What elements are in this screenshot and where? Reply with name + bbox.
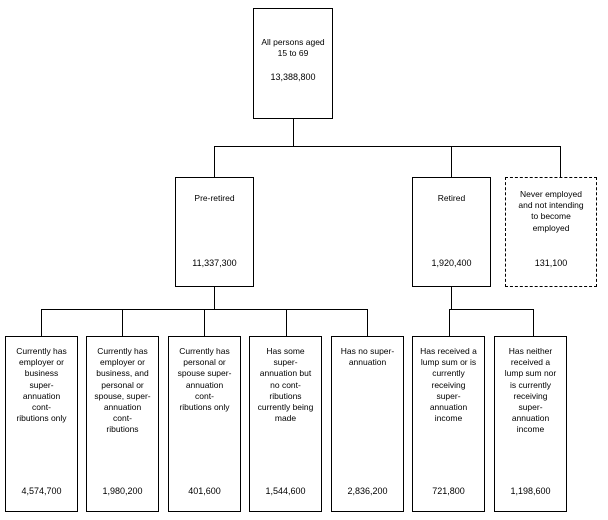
connector-retired-bus — [449, 309, 534, 310]
connector-drop-leaf-4 — [286, 309, 287, 336]
node-never-employed-value: 131,100 — [534, 258, 568, 268]
node-employer-or-business-only-label: Currently has employer or business super… — [16, 346, 67, 424]
node-neither-lump-sum-nor-income-label: Has neither received a lump sum nor is c… — [504, 346, 557, 435]
connector-level2-bus — [214, 146, 561, 147]
node-never-employed-label: Never employed and not intending to beco… — [518, 189, 584, 233]
node-some-super-no-contributions-value: 1,544,600 — [265, 486, 306, 496]
node-employer-business-and-personal-or-spouse-label: Currently has employer or business, and … — [94, 346, 151, 435]
connector-drop-leaf-2 — [122, 309, 123, 336]
node-neither-lump-sum-nor-income: Has neither received a lump sum nor is c… — [494, 336, 567, 512]
node-pre-retired-label: Pre-retired — [194, 193, 235, 203]
node-employer-business-and-personal-or-spouse: Currently has employer or business, and … — [86, 336, 159, 512]
node-some-super-no-contributions: Has some super- annuation but no cont- r… — [249, 336, 322, 512]
node-retired: Retired 1,920,400 — [412, 177, 491, 287]
connector-pre-retired-stem — [214, 287, 215, 309]
node-employer-or-business-only: Currently has employer or business super… — [5, 336, 78, 512]
node-all-persons: All persons aged 15 to 69 13,388,800 — [253, 8, 333, 119]
connector-drop-leaf-5 — [367, 309, 368, 336]
node-never-employed: Never employed and not intending to beco… — [505, 177, 597, 287]
connector-drop-never-employed — [560, 146, 561, 177]
node-employer-or-business-only-value: 4,574,700 — [21, 486, 62, 496]
node-retired-value: 1,920,400 — [431, 258, 472, 268]
connector-drop-retired — [451, 146, 452, 177]
node-retired-label: Retired — [437, 193, 466, 203]
node-pre-retired: Pre-retired 11,337,300 — [175, 177, 254, 287]
node-employer-business-and-personal-or-spouse-value: 1,980,200 — [102, 486, 143, 496]
node-pre-retired-value: 11,337,300 — [192, 258, 237, 268]
connector-drop-leaf-1 — [41, 309, 42, 336]
node-neither-lump-sum-nor-income-value: 1,198,600 — [510, 486, 551, 496]
connector-drop-leaf-7 — [533, 309, 534, 336]
node-received-lump-sum-or-income-label: Has received a lump sum or is currently … — [420, 346, 477, 424]
node-no-superannuation-value: 2,836,200 — [347, 486, 388, 496]
node-received-lump-sum-or-income: Has received a lump sum or is currently … — [412, 336, 485, 512]
node-personal-or-spouse-only: Currently has personal or spouse super- … — [168, 336, 241, 512]
connector-root-stem — [293, 119, 294, 146]
connector-retired-stem — [451, 287, 452, 309]
node-no-superannuation: Has no super- annuation 2,836,200 — [331, 336, 404, 512]
connector-drop-leaf-6 — [449, 309, 450, 336]
node-received-lump-sum-or-income-value: 721,800 — [432, 486, 465, 496]
node-personal-or-spouse-only-label: Currently has personal or spouse super- … — [177, 346, 232, 413]
node-no-superannuation-label: Has no super- annuation — [340, 346, 395, 368]
node-personal-or-spouse-only-value: 401,600 — [188, 486, 221, 496]
connector-drop-pre-retired — [214, 146, 215, 177]
node-all-persons-value: 13,388,800 — [270, 72, 316, 83]
node-all-persons-label: All persons aged 15 to 69 — [261, 37, 325, 59]
connector-drop-leaf-3 — [204, 309, 205, 336]
node-some-super-no-contributions-label: Has some super- annuation but no cont- r… — [257, 346, 314, 424]
